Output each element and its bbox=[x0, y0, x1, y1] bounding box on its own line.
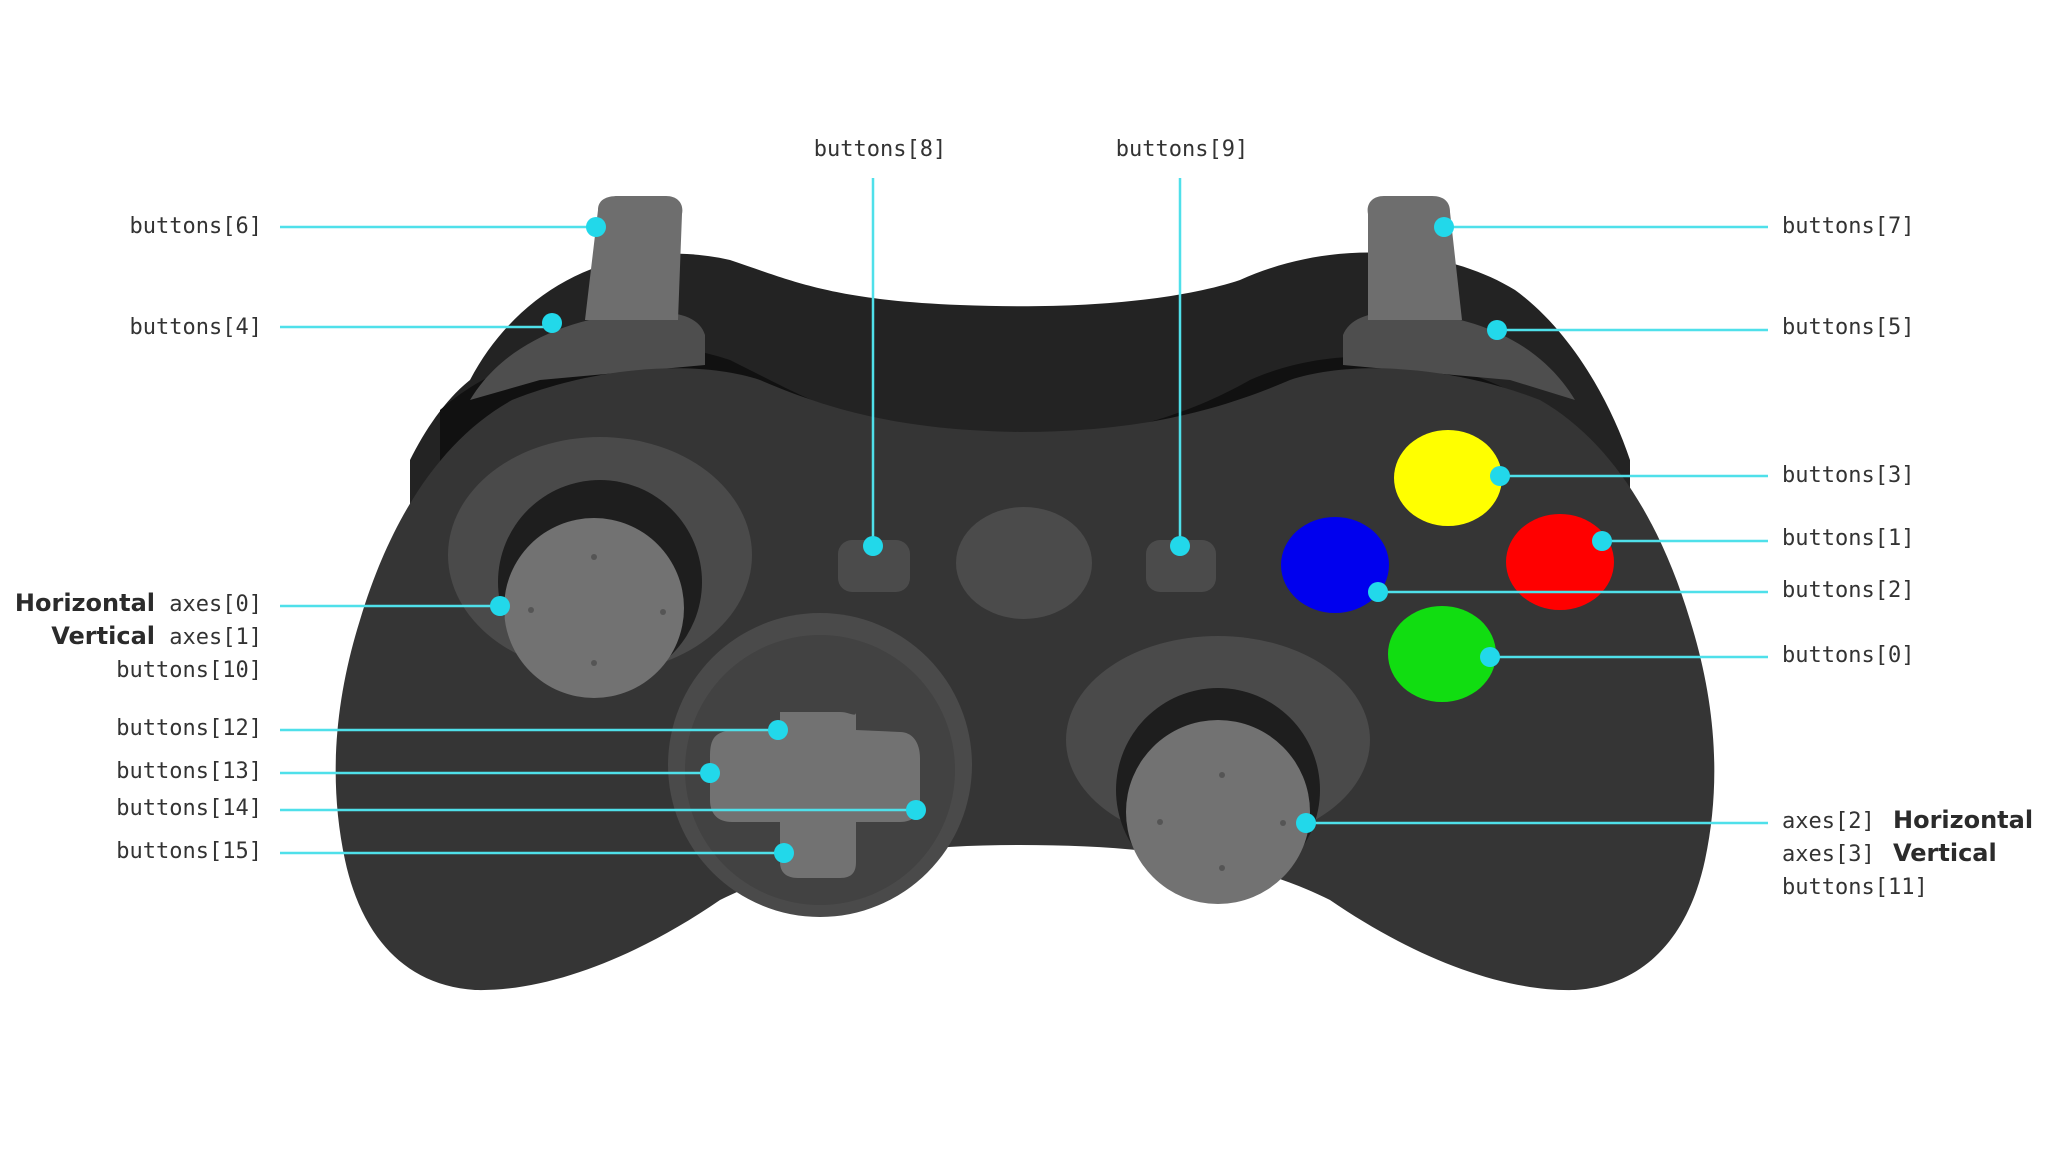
label-buttons-7: buttons[7] bbox=[1782, 214, 1914, 239]
leader-dots bbox=[490, 217, 1612, 863]
guide-button-shape bbox=[956, 507, 1092, 619]
label-buttons-2: buttons[2] bbox=[1782, 578, 1914, 603]
dot-buttons-7 bbox=[1434, 217, 1454, 237]
dot-buttons-15 bbox=[774, 843, 794, 863]
dot-buttons-13 bbox=[700, 763, 720, 783]
dot-buttons-0 bbox=[1480, 647, 1500, 667]
face-button-y bbox=[1394, 430, 1502, 526]
label-buttons-6: buttons[6] bbox=[130, 214, 262, 239]
face-button-b bbox=[1506, 514, 1614, 610]
left-bumper bbox=[470, 311, 705, 400]
dot-buttons-8 bbox=[863, 536, 883, 556]
dot-buttons-1 bbox=[1592, 531, 1612, 551]
face-button-x bbox=[1281, 517, 1389, 613]
left-stick-cap-dot bbox=[591, 660, 597, 666]
label-buttons-9: buttons[9] bbox=[1116, 137, 1248, 162]
label-left-vertical-word: Vertical bbox=[51, 622, 155, 650]
dot-right-stick bbox=[1296, 813, 1316, 833]
right-stick-cap-dot bbox=[1280, 820, 1286, 826]
dot-buttons-2 bbox=[1368, 582, 1388, 602]
label-buttons-10: buttons[10] bbox=[116, 658, 262, 683]
left-stick-cap bbox=[504, 518, 684, 698]
label-buttons-0: buttons[0] bbox=[1782, 643, 1914, 668]
leader-lines bbox=[280, 178, 1768, 855]
left-stick-cap-dot bbox=[591, 554, 597, 560]
label-axes-2: axes[2] bbox=[1782, 809, 1875, 834]
label-buttons-8: buttons[8] bbox=[814, 137, 946, 162]
left-trigger bbox=[585, 196, 683, 320]
right-stick-cap-dot bbox=[1219, 772, 1225, 778]
label-buttons-4: buttons[4] bbox=[130, 315, 262, 340]
label-buttons-12: buttons[12] bbox=[116, 716, 262, 741]
dot-buttons-3 bbox=[1490, 466, 1510, 486]
label-right-vertical-word: Vertical bbox=[1893, 839, 1997, 867]
dot-buttons-5 bbox=[1487, 320, 1507, 340]
left-stick-cap-dot bbox=[528, 607, 534, 613]
dpad bbox=[710, 712, 920, 878]
dot-buttons-12 bbox=[768, 720, 788, 740]
right-stick-cap-dot bbox=[1219, 865, 1225, 871]
dot-buttons-9 bbox=[1170, 536, 1190, 556]
label-buttons-1: buttons[1] bbox=[1782, 526, 1914, 551]
label-buttons-13: buttons[13] bbox=[116, 759, 262, 784]
label-buttons-14: buttons[14] bbox=[116, 796, 262, 821]
label-left-horizontal-word: Horizontal bbox=[15, 589, 155, 617]
left-stick-cap-dot bbox=[660, 609, 666, 615]
controller bbox=[335, 196, 1715, 991]
label-axes-3: axes[3] bbox=[1782, 842, 1875, 867]
label-buttons-11: buttons[11] bbox=[1782, 875, 1928, 900]
labels: buttons[8] buttons[9] buttons[6] buttons… bbox=[15, 137, 2033, 900]
label-axes-0: axes[0] bbox=[169, 592, 262, 617]
label-buttons-5: buttons[5] bbox=[1782, 315, 1914, 340]
back-button-shape bbox=[838, 540, 910, 592]
dot-buttons-4 bbox=[542, 313, 562, 333]
face-button-a bbox=[1388, 606, 1496, 702]
start-button-shape bbox=[1146, 540, 1216, 592]
right-trigger bbox=[1367, 196, 1462, 320]
right-bumper bbox=[1343, 311, 1575, 400]
right-stick-cap bbox=[1126, 720, 1310, 904]
right-stick-cap-dot bbox=[1157, 819, 1163, 825]
label-buttons-3: buttons[3] bbox=[1782, 463, 1914, 488]
dot-buttons-6 bbox=[586, 217, 606, 237]
dot-left-stick bbox=[490, 596, 510, 616]
label-right-horizontal-word: Horizontal bbox=[1893, 806, 2033, 834]
dot-buttons-14 bbox=[906, 800, 926, 820]
label-axes-1: axes[1] bbox=[169, 625, 262, 650]
label-buttons-15: buttons[15] bbox=[116, 839, 262, 864]
